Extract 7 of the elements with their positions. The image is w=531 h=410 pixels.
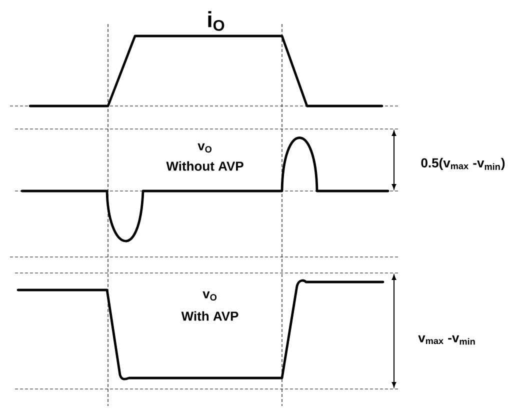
dimension-label: 0.5(v$_{max}$ -v$_{min}$)	[421, 158, 505, 170]
waveform-label: With AVP	[181, 311, 238, 321]
waveform-label: Without AVP	[166, 161, 244, 171]
waveform-label: v$_{O}$	[198, 143, 212, 153]
dimension-label: v$_{max}$ -v$_{min}$	[418, 335, 475, 345]
current-label: i$_{O}$	[208, 11, 224, 31]
waveform-label: v$_{O}$	[202, 291, 217, 301]
